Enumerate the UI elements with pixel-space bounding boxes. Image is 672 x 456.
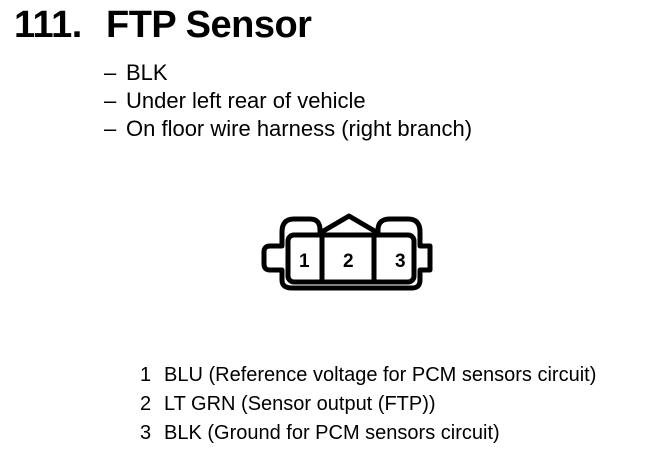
pin-number: 3 — [140, 422, 152, 444]
pin-list: 1 BLU (Reference voltage for PCM sensors … — [140, 361, 596, 448]
dash: – — [104, 88, 117, 113]
pin-row: 3 BLK (Ground for PCM sensors circuit) — [140, 419, 596, 448]
pin-description: BLK (Ground for PCM sensors circuit) — [164, 422, 500, 444]
pin-number: 1 — [140, 364, 152, 386]
terminal-label-1: 1 — [299, 251, 310, 272]
info-harness: –On floor wire harness (right branch) — [104, 115, 472, 143]
page-title: 111. FTP Sensor — [14, 2, 312, 48]
pin-number: 2 — [140, 393, 152, 415]
pin-description: BLU (Reference voltage for PCM sensors c… — [164, 364, 597, 386]
pin-description: LT GRN (Sensor output (FTP)) — [164, 393, 436, 415]
location-info: –BLK –Under left rear of vehicle –On flo… — [104, 59, 472, 143]
connector-diagram: 1 2 3 — [261, 213, 433, 291]
dash: – — [104, 116, 117, 141]
component-name: FTP Sensor — [106, 4, 312, 46]
pin-row: 1 BLU (Reference voltage for PCM sensors … — [140, 361, 596, 390]
info-text: Under left rear of vehicle — [126, 88, 366, 113]
info-location: –Under left rear of vehicle — [104, 87, 472, 115]
terminal-label-3: 3 — [395, 251, 406, 272]
info-text: BLK — [126, 60, 168, 85]
dash: – — [104, 60, 117, 85]
terminal-label-2: 2 — [343, 251, 354, 272]
info-text: On floor wire harness (right branch) — [126, 116, 473, 141]
pin-row: 2 LT GRN (Sensor output (FTP)) — [140, 390, 596, 419]
item-number: 111. — [14, 4, 82, 46]
info-color: –BLK — [104, 59, 472, 87]
